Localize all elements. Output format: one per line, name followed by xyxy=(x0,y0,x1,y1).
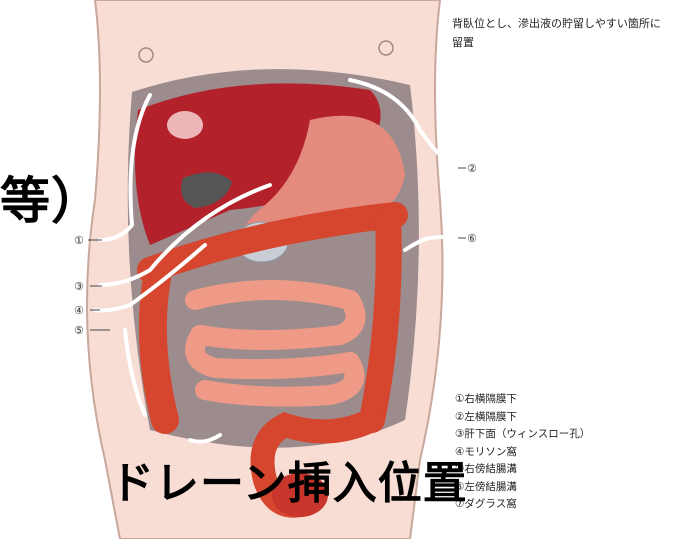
marker-2: ② xyxy=(467,162,477,175)
legend-item: ④モリソン窩 xyxy=(455,444,590,462)
legend-item: ③肝下面（ウィンスロー孔） xyxy=(455,426,590,444)
marker-6: ⑥ xyxy=(467,232,477,245)
legend-item: ⑦ダグラス窩 xyxy=(455,496,590,514)
marker-5: ⑤ xyxy=(74,324,84,337)
legend-item: ①右横隔膜下 xyxy=(455,391,590,409)
slide-title: ドレーン挿入位置 xyxy=(110,462,468,506)
marker-3: ③ xyxy=(74,280,84,293)
legend: ①右横隔膜下 ②左横隔膜下 ③肝下面（ウィンスロー孔） ④モリソン窩 ⑤右傍結腸… xyxy=(455,391,590,514)
marker-1: ① xyxy=(74,234,84,247)
liver-highlight xyxy=(167,111,203,139)
legend-item: ②左横隔膜下 xyxy=(455,409,590,427)
partial-heading: 等） xyxy=(0,176,102,226)
legend-item: ⑥左傍結腸溝 xyxy=(455,479,590,497)
position-note: 背臥位とし、滲出液の貯留しやすい箇所に留置 xyxy=(452,14,667,52)
legend-item: ⑤右傍結腸溝 xyxy=(455,461,590,479)
ascending-colon xyxy=(153,272,165,420)
marker-4: ④ xyxy=(74,304,84,317)
